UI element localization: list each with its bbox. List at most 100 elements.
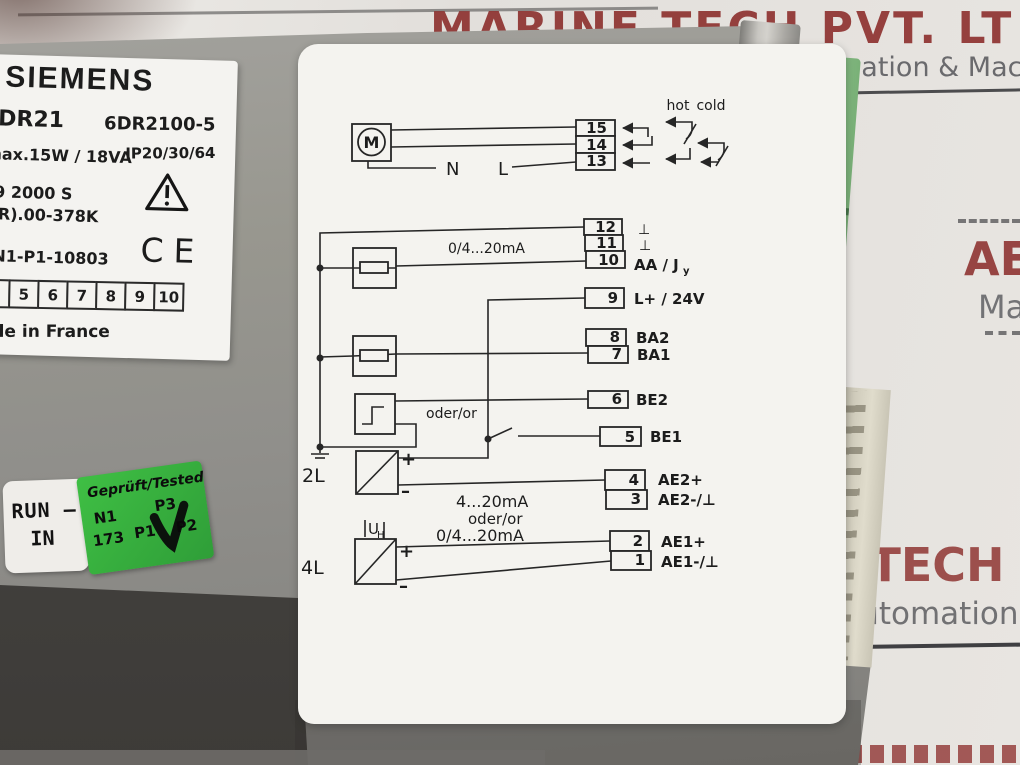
- live-label: L: [498, 159, 508, 180]
- power-rating: max.15W / 18VA: [0, 144, 133, 168]
- hot-cold-switches: hot cold: [664, 98, 729, 168]
- terminal-number-9: 9: [608, 289, 618, 307]
- input-range-1-label: 4...20mA: [456, 492, 528, 511]
- terminal-box-7: [587, 345, 629, 364]
- analog-input-1-circuit: 4L U H + – 2 1 AE1+ AE1-/⊥: [301, 520, 719, 597]
- terminal-number-cell: 5: [8, 279, 40, 309]
- cold-label: cold: [696, 98, 725, 114]
- terminal-box-5: [599, 426, 642, 447]
- terminal-number-15: 15: [586, 119, 607, 137]
- serial-line-2: VR).00-378K: [0, 204, 99, 227]
- ip-protection-rating: IP20/30/64: [125, 143, 216, 163]
- terminal-box-2: [609, 530, 650, 552]
- hot-switch-icon: [664, 116, 697, 165]
- terminal-box-13: [575, 152, 616, 171]
- terminal-box-4: [604, 469, 646, 491]
- terminal-label-6: BE2: [636, 391, 668, 409]
- terminal-box-3: [605, 489, 648, 510]
- cold-switch-icon: [696, 137, 729, 168]
- resistor-symbol-2: [359, 349, 389, 362]
- terminal-number-cell: 10: [153, 282, 185, 312]
- terminal-label-8: BA2: [636, 329, 669, 347]
- hot-label: hot: [667, 98, 690, 114]
- motor-box: [351, 123, 392, 162]
- analog-output-circuit: 0/4...20mA 12 11 10 ⊥ ⊥ AA / J y 9 L+ / …: [316, 218, 705, 451]
- brand-logo-text: SIEMENS: [4, 60, 155, 98]
- terminal-number-1: 1: [635, 551, 645, 569]
- terminal-number-8: 8: [610, 328, 620, 346]
- order-number: 6DR2100-5: [103, 113, 216, 136]
- wiring-diagram: M N L 15 14 13 hot co: [301, 98, 729, 597]
- terminal-number-11: 11: [596, 234, 617, 252]
- terminal-box-10: [585, 250, 626, 269]
- motor-circuit: M N L 15 14 13: [351, 119, 653, 180]
- serial-line-1: 9 2000 S: [0, 182, 73, 204]
- country-of-origin: de in France: [0, 321, 110, 343]
- terminal-number-10: 10: [598, 251, 619, 269]
- terminal-number-6: 6: [612, 390, 622, 408]
- minus-sign-4l: –: [399, 576, 408, 597]
- terminal-label-1: AE1-/⊥: [661, 553, 719, 571]
- transmitter-box-2l: [355, 450, 399, 495]
- step-signal-box: [354, 393, 396, 435]
- motor-symbol: M: [364, 133, 380, 152]
- neutral-label: N: [446, 159, 459, 180]
- terminal-label-5: BE1: [650, 428, 682, 446]
- letterhead-top-underline: [837, 88, 1020, 95]
- binary-output-circuit: 8 7 BA2 BA1: [319, 328, 670, 377]
- wiring-diagram-label: M N L 15 14 13 hot co: [298, 44, 846, 724]
- analog-input-2-circuit: 2L + – 4 3 AE2+ AE2-/⊥ 4...20mA oder/or …: [302, 442, 716, 545]
- letterhead-dashed-rule-1: [958, 219, 1020, 223]
- terminal-number-12: 12: [595, 218, 616, 236]
- tested-checkmark: [149, 500, 189, 553]
- input-range-2-label: 0/4...20mA: [436, 526, 524, 545]
- ce-mark: CE: [140, 230, 206, 272]
- four-wire-label: 4L: [301, 557, 324, 579]
- transmitter-box-4l: [354, 538, 397, 585]
- warning-triangle-icon: [145, 171, 190, 218]
- terminal-label-10: AA / J: [634, 256, 679, 274]
- terminal-label-9: L+ / 24V: [634, 290, 705, 308]
- terminal-number-cell: 8: [95, 281, 127, 311]
- terminal-label-10-subscript: y: [683, 266, 690, 277]
- terminal-number-cell: 7: [66, 280, 98, 311]
- terminal-number-strip: 5 6 7 8 9 10: [0, 278, 185, 312]
- run-in-line1: RUN –: [11, 496, 78, 524]
- motor-circle: [357, 127, 386, 157]
- terminal-number-4: 4: [629, 471, 639, 489]
- terminal-number-3: 3: [631, 490, 641, 508]
- letterhead-dashed-rule-2: [985, 331, 1020, 335]
- binary-input-circuit: oder/or 6 BE2 5 BE1: [311, 390, 682, 459]
- terminal-number-cell: 6: [37, 279, 69, 310]
- terminal-box-6: [587, 390, 629, 409]
- terminal-label-2: AE1+: [661, 533, 706, 551]
- terminal-number-13: 13: [586, 152, 607, 170]
- serial-line-3: N1-P1-10803: [0, 246, 109, 269]
- model-name: DR21: [0, 106, 65, 134]
- letterhead-tagline-fragment-mid: Ma: [978, 288, 1020, 326]
- terminal-label-11-ground: ⊥: [639, 238, 651, 254]
- run-in-line2: IN: [30, 525, 55, 551]
- or-label-1: oder/or: [426, 406, 477, 422]
- plus-sign-4l: +: [399, 541, 414, 562]
- siemens-nameplate: SIEMENS DR21 6DR2100-5 max.15W / 18VA IP…: [0, 54, 238, 361]
- plus-sign-2l: +: [401, 449, 416, 470]
- be1-switch-icon: [487, 427, 513, 440]
- letterhead-tagline-top: mation & Mach: [835, 52, 1020, 83]
- resistor-symbol-1: [359, 261, 389, 274]
- letterhead-bottom-text-fragment: [848, 745, 1020, 763]
- terminal-number-14: 14: [586, 136, 607, 154]
- or-label-2: oder/or: [468, 510, 523, 528]
- step-signal-symbol: [362, 406, 384, 425]
- letterhead-company-fragment-mid: AE: [964, 232, 1020, 286]
- tested-sticker: Geprüft/Tested N1 P3 173 P1 P2: [76, 460, 215, 576]
- run-in-sticker: RUN – IN: [2, 478, 90, 574]
- two-wire-label: 2L: [302, 465, 325, 487]
- terminal-box-8: [585, 328, 627, 347]
- terminal-label-12-ground: ⊥: [638, 222, 650, 238]
- terminal-label-7: BA1: [637, 346, 670, 364]
- terminal-number-cell: 9: [124, 281, 156, 312]
- terminal-number-7: 7: [612, 345, 622, 363]
